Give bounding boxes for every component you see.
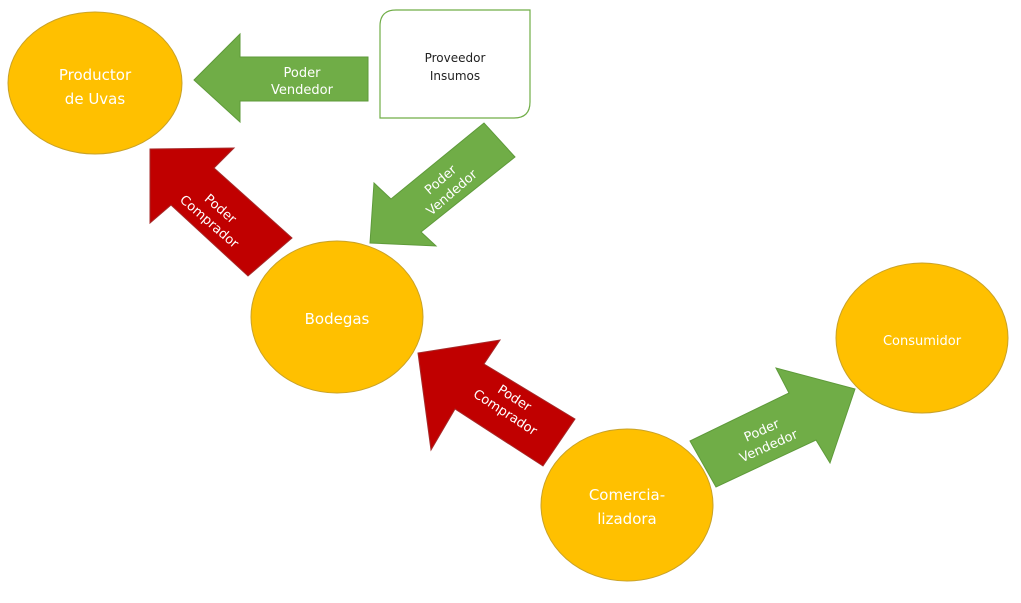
arrow-bodegas-to-productor: Poder Comprador (149, 147, 293, 277)
arrow-label-line2: Vendedor (271, 83, 334, 98)
node-proveedor-insumos: Proveedor Insumos (379, 9, 531, 119)
arrow-comercializadora-to-consumidor: Poder Vendedor (689, 367, 856, 488)
node-ellipse (835, 262, 1009, 414)
buyer-arrow-shape (149, 147, 293, 277)
seller-arrow-shape (369, 122, 516, 247)
seller-arrow-shape (193, 32, 369, 124)
node-label-line1: Comercia- (589, 486, 665, 504)
node-productor-de-uvas: Productor de Uvas (7, 11, 183, 155)
node-ellipse (540, 428, 714, 582)
node-label: Consumidor (883, 334, 962, 349)
node-consumidor: Consumidor (835, 262, 1009, 414)
node-label-line1: Proveedor (425, 51, 486, 65)
seller-arrow-shape (689, 367, 856, 488)
node-label: Bodegas (305, 310, 370, 328)
buyer-arrow-shape (417, 339, 576, 467)
node-label-line2: de Uvas (65, 90, 126, 108)
node-label-line2: lizadora (597, 510, 656, 528)
node-ellipse (250, 240, 424, 394)
node-comercializadora: Comercia- lizadora (540, 428, 714, 582)
arrow-proveedor-to-productor: Poder Vendedor (193, 32, 369, 124)
node-label-line1: Productor (59, 66, 132, 84)
node-bodegas: Bodegas (250, 240, 424, 394)
arrow-label-line1: Poder (284, 66, 322, 81)
node-label-line2: Insumos (430, 69, 480, 83)
arrow-proveedor-to-bodegas: Poder Vendedor (369, 122, 516, 247)
node-box (379, 9, 531, 119)
arrow-comercializadora-to-bodegas: Poder Comprador (417, 339, 576, 467)
node-ellipse (7, 11, 183, 155)
